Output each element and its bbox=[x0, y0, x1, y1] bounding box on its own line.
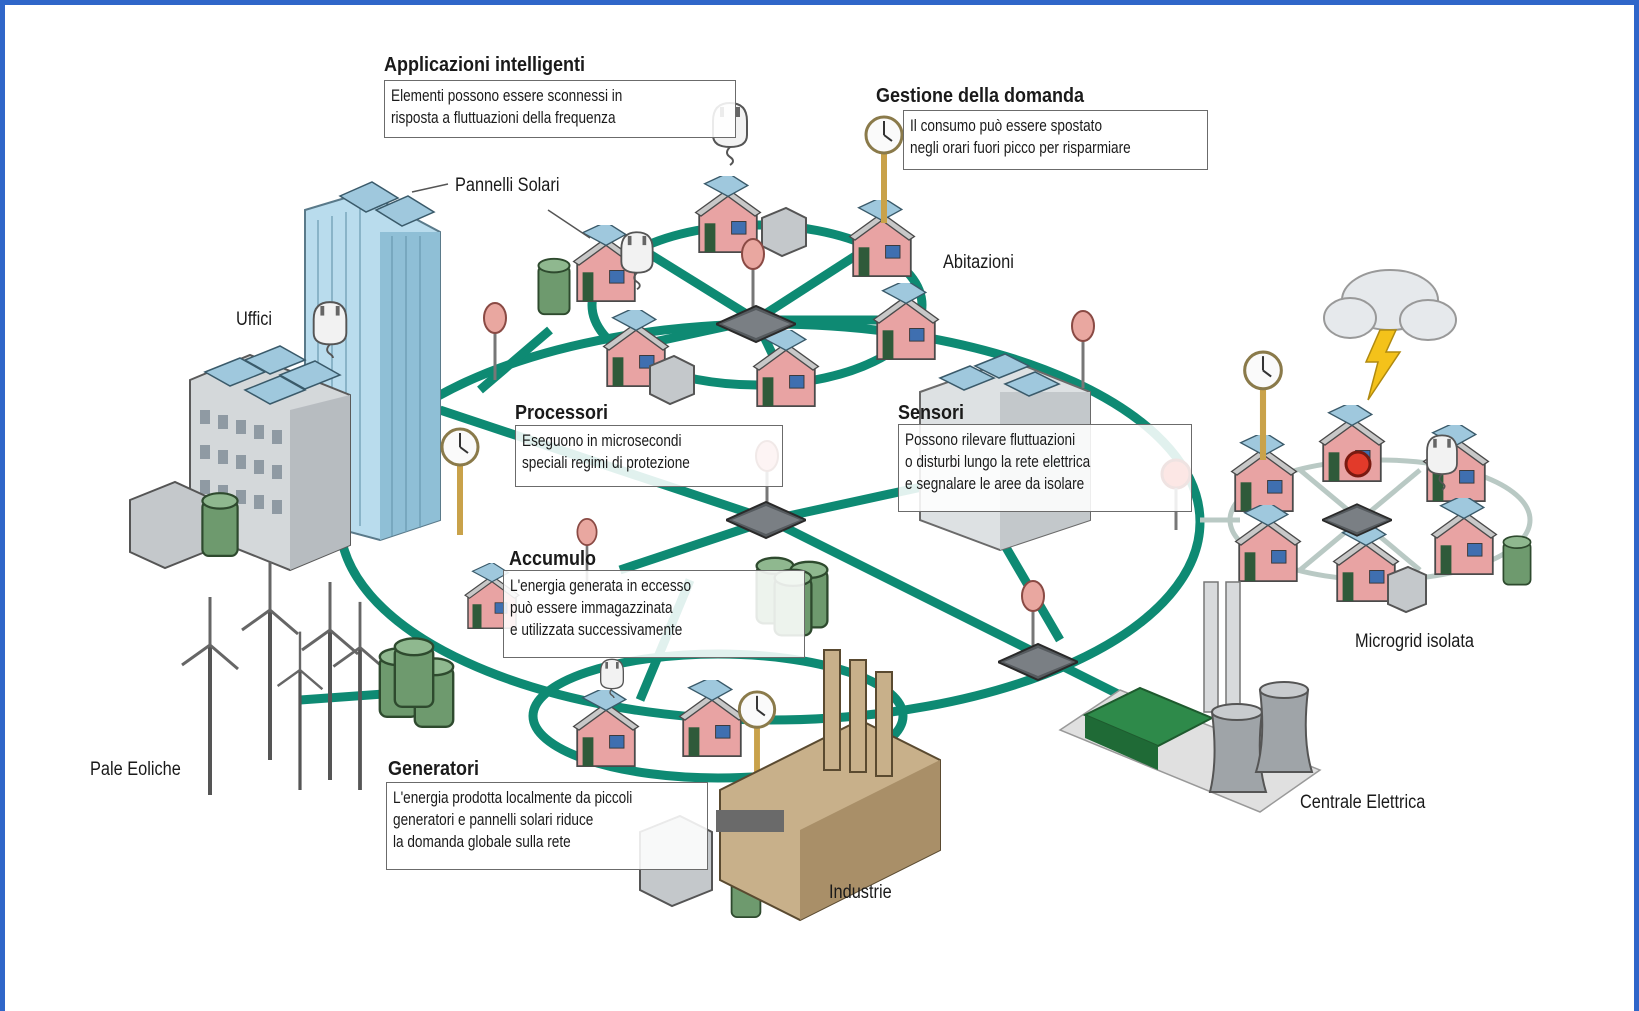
callout-line: risposta a fluttuazioni della frequenza bbox=[391, 108, 616, 127]
callout-line: L'energia prodotta localmente da piccoli bbox=[393, 788, 633, 807]
callout-box-applicazioni: Elementi possono essere sconnessi in ris… bbox=[384, 80, 736, 138]
callout-box-sensori: Possono rilevare fluttuazioni o disturbi… bbox=[898, 424, 1192, 512]
label-pale-eoliche: Pale Eoliche bbox=[90, 759, 181, 780]
callout-line: Il consumo può essere spostato bbox=[910, 116, 1103, 135]
callout-line: generatori e pannelli solari riduce bbox=[393, 810, 594, 829]
label-pannelli-solari: Pannelli Solari bbox=[455, 175, 560, 196]
callout-box-accumulo: L'energia generata in eccesso può essere… bbox=[503, 570, 805, 658]
storm-cloud-icon bbox=[1323, 269, 1457, 401]
callout-line: o disturbi lungo la rete elettrica bbox=[905, 452, 1091, 471]
label-industrie: Industrie bbox=[829, 882, 892, 903]
wind-turbines bbox=[180, 560, 389, 795]
power-plant bbox=[1058, 581, 1322, 813]
label-centrale-elettrica: Centrale Elettrica bbox=[1300, 792, 1426, 813]
callout-box-generatori: L'energia prodotta localmente da piccoli… bbox=[386, 782, 708, 870]
callout-line: la domanda globale sulla rete bbox=[393, 832, 571, 851]
callout-line: L'energia generata in eccesso bbox=[510, 576, 692, 595]
callout-title-applicazioni: Applicazioni intelligenti bbox=[384, 54, 586, 76]
callout-title-generatori: Generatori bbox=[388, 758, 480, 780]
callout-line: Eseguono in microsecondi bbox=[522, 431, 682, 450]
factory bbox=[716, 649, 941, 922]
callout-line: può essere immagazzinata bbox=[510, 598, 673, 617]
callout-line: Possono rilevare fluttuazioni bbox=[905, 430, 1076, 449]
callout-title-accumulo: Accumulo bbox=[509, 548, 597, 570]
label-abitazioni: Abitazioni bbox=[943, 252, 1014, 273]
office-generator bbox=[129, 480, 211, 570]
callout-line: speciali regimi di protezione bbox=[522, 453, 690, 472]
callout-box-gestione: Il consumo può essere spostato negli ora… bbox=[903, 110, 1208, 170]
callout-title-sensori: Sensori bbox=[898, 402, 965, 424]
callout-line: e utilizzata successivamente bbox=[510, 620, 683, 639]
label-uffici: Uffici bbox=[236, 309, 273, 330]
callout-title-gestione: Gestione della domanda bbox=[876, 85, 1085, 107]
label-microgrid: Microgrid isolata bbox=[1355, 631, 1474, 652]
callout-box-processori: Eseguono in microsecondi speciali regimi… bbox=[515, 425, 783, 487]
callout-line: Elementi possono essere sconnessi in bbox=[391, 86, 623, 105]
callout-line: e segnalare le aree da isolare bbox=[905, 474, 1085, 493]
small-generators bbox=[639, 206, 1427, 908]
callout-line: negli orari fuori picco per risparmiare bbox=[910, 138, 1131, 157]
callout-leaders bbox=[411, 183, 591, 239]
callout-title-processori: Processori bbox=[515, 402, 609, 424]
